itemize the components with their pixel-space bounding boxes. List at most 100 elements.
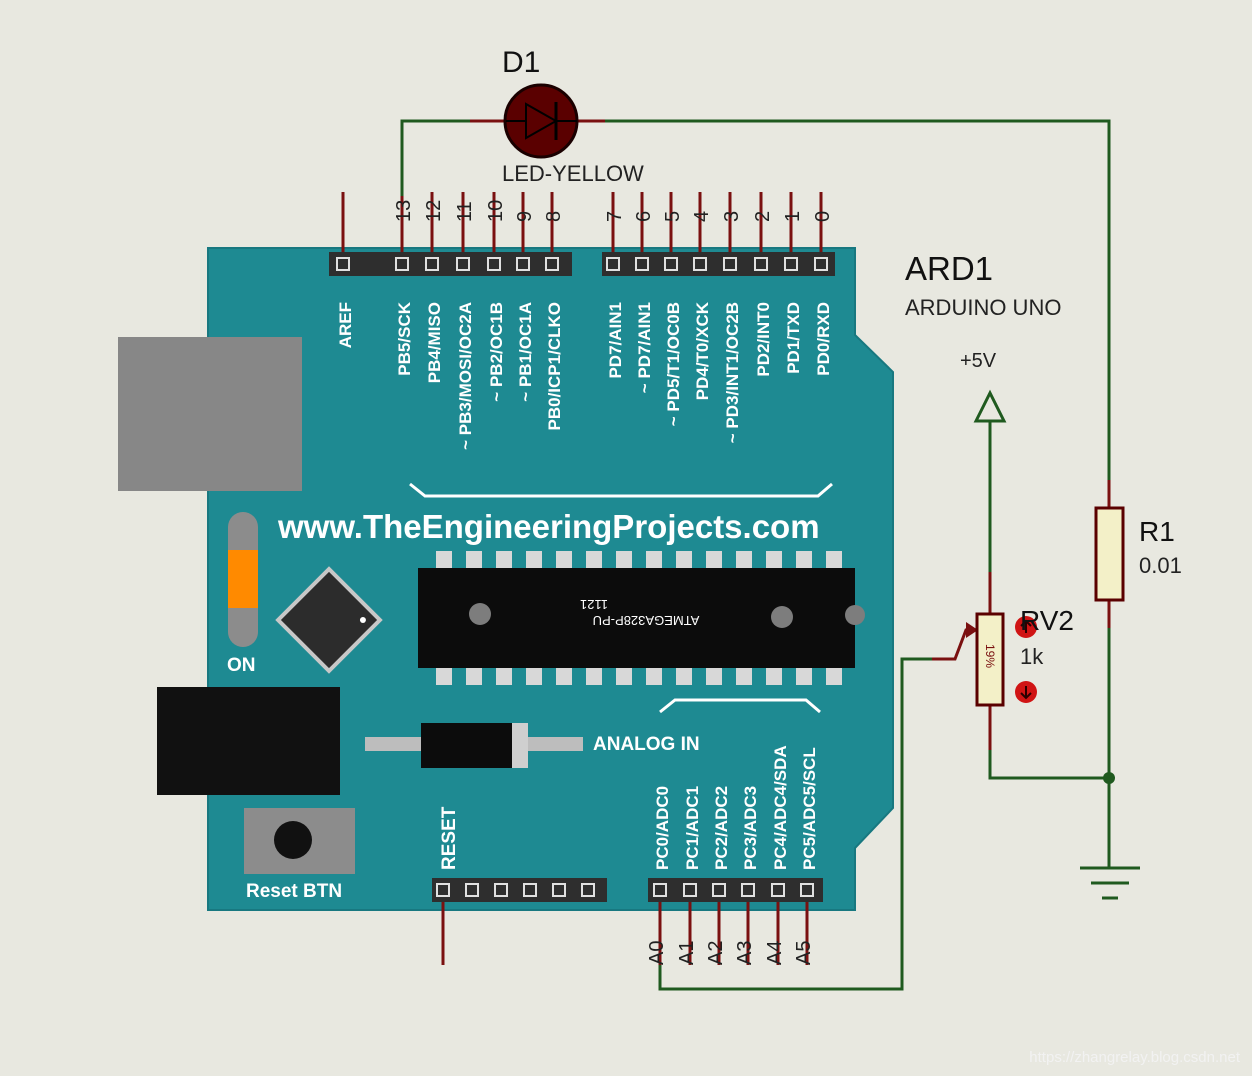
arduino-value: ARDUINO UNO [905, 295, 1061, 320]
chip-notch [845, 605, 865, 625]
analog-pin-socket[interactable] [712, 883, 726, 897]
reset-button-cap[interactable] [274, 821, 312, 859]
power-jack [157, 687, 340, 795]
digital-pin-label: ~ PB1/OC1A [516, 302, 535, 402]
led-value: LED-YELLOW [502, 161, 644, 186]
digital-pin-number: 5 [662, 211, 684, 222]
digital-pin-socket[interactable] [545, 257, 559, 271]
r1-value: 0.01 [1139, 553, 1182, 578]
potentiometer-rv2[interactable] [975, 612, 1005, 707]
crystal [421, 723, 519, 768]
reset-socket[interactable] [581, 883, 595, 897]
r1-ref: R1 [1139, 516, 1175, 547]
digital-pin-socket[interactable] [723, 257, 737, 271]
chip-pin [556, 668, 572, 685]
on-label: ON [227, 655, 256, 676]
crystal-band [512, 723, 528, 768]
chip-pin [766, 551, 782, 568]
chip-pin [496, 551, 512, 568]
digital-pin-label: PD7/AIN1 [606, 302, 625, 379]
digital-pin-socket[interactable] [664, 257, 678, 271]
digital-pin-socket[interactable] [606, 257, 620, 271]
chip-pin [826, 668, 842, 685]
arrow-up-icon [1020, 619, 1032, 633]
digital-pin-socket[interactable] [635, 257, 649, 271]
digital-pin-number: 9 [514, 211, 536, 222]
chip-dot-right [771, 606, 793, 628]
analog-pin-number: A2 [705, 941, 727, 965]
digital-pin-label: PB4/MISO [425, 302, 444, 383]
led-ref: D1 [502, 46, 540, 79]
digital-pin-label: AREF [336, 302, 355, 348]
chip-pins-top [436, 551, 842, 568]
analog-pin-number: A5 [793, 941, 815, 965]
arrow-down-icon [1020, 686, 1032, 700]
digital-pin-socket[interactable] [336, 257, 350, 271]
digital-pin-number: 4 [691, 211, 713, 222]
wire-wiper-a0 [658, 657, 932, 991]
digital-pin-socket[interactable] [693, 257, 707, 271]
digital-pin-socket[interactable] [814, 257, 828, 271]
rv2-value: 1k [1020, 644, 1044, 669]
analog-pin-number: A0 [646, 941, 668, 965]
chip-pin [526, 551, 542, 568]
digital-pin-label: ~ PD5/T1/OC0B [664, 302, 683, 426]
analog-pin-socket[interactable] [653, 883, 667, 897]
analog-pin-label: PC5/ADC5/SCL [800, 747, 819, 870]
analog-header [648, 878, 823, 902]
digital-bracket [409, 482, 833, 498]
digital-pin-socket[interactable] [516, 257, 530, 271]
ground-icon [1080, 866, 1140, 900]
reset-header [432, 878, 607, 902]
chip-pin [796, 551, 812, 568]
chip-name: ATMEGA328P-PU [593, 613, 700, 628]
chip-pin [796, 668, 812, 685]
digital-pin-socket[interactable] [456, 257, 470, 271]
analog-in-label: ANALOG IN [593, 734, 700, 755]
chip-pin [616, 668, 632, 685]
digital-pin-socket[interactable] [425, 257, 439, 271]
reset-label: RESET [439, 806, 460, 870]
usb-connector [118, 337, 302, 491]
usb-controller-chip [275, 566, 383, 674]
digital-pin-number: 12 [423, 200, 445, 222]
analog-pin-socket[interactable] [800, 883, 814, 897]
digital-pin-number: 8 [543, 211, 565, 222]
digital-pin-socket[interactable] [487, 257, 501, 271]
digital-pin-socket[interactable] [395, 257, 409, 271]
wire-pot-ground [988, 750, 1109, 780]
chip-pin [436, 668, 452, 685]
digital-pin-label: ~ PB2/OC1B [487, 302, 506, 402]
analog-pin-socket[interactable] [741, 883, 755, 897]
reset-socket[interactable] [552, 883, 566, 897]
reset-socket[interactable] [523, 883, 537, 897]
digital-pin-socket[interactable] [754, 257, 768, 271]
chip-pins-bottom [436, 668, 842, 685]
chip-pin [436, 551, 452, 568]
chip-pin [706, 551, 722, 568]
reset-socket[interactable] [465, 883, 479, 897]
reset-socket[interactable] [436, 883, 450, 897]
digital-header-left [329, 252, 572, 276]
analog-pin-socket[interactable] [771, 883, 785, 897]
reset-socket[interactable] [494, 883, 508, 897]
digital-pin-label: PD1/TXD [784, 302, 803, 374]
chip-pin [736, 551, 752, 568]
digital-pin-socket[interactable] [784, 257, 798, 271]
chip-pin [736, 668, 752, 685]
analog-pin-socket[interactable] [683, 883, 697, 897]
chip-pin [556, 551, 572, 568]
website-label: www.TheEngineeringProjects.com [277, 508, 820, 545]
digital-pin-label: PD0/RXD [814, 302, 833, 376]
chip-pin [826, 551, 842, 568]
chip-pin [526, 668, 542, 685]
wire-led-anode [400, 119, 505, 196]
rv2-wiper-arrow-icon [966, 622, 978, 638]
chip-pin [646, 668, 662, 685]
power-label: +5V [960, 350, 997, 372]
digital-pin-number: 1 [782, 211, 804, 222]
resistor-r1[interactable] [1094, 506, 1125, 602]
chip-pin [496, 668, 512, 685]
